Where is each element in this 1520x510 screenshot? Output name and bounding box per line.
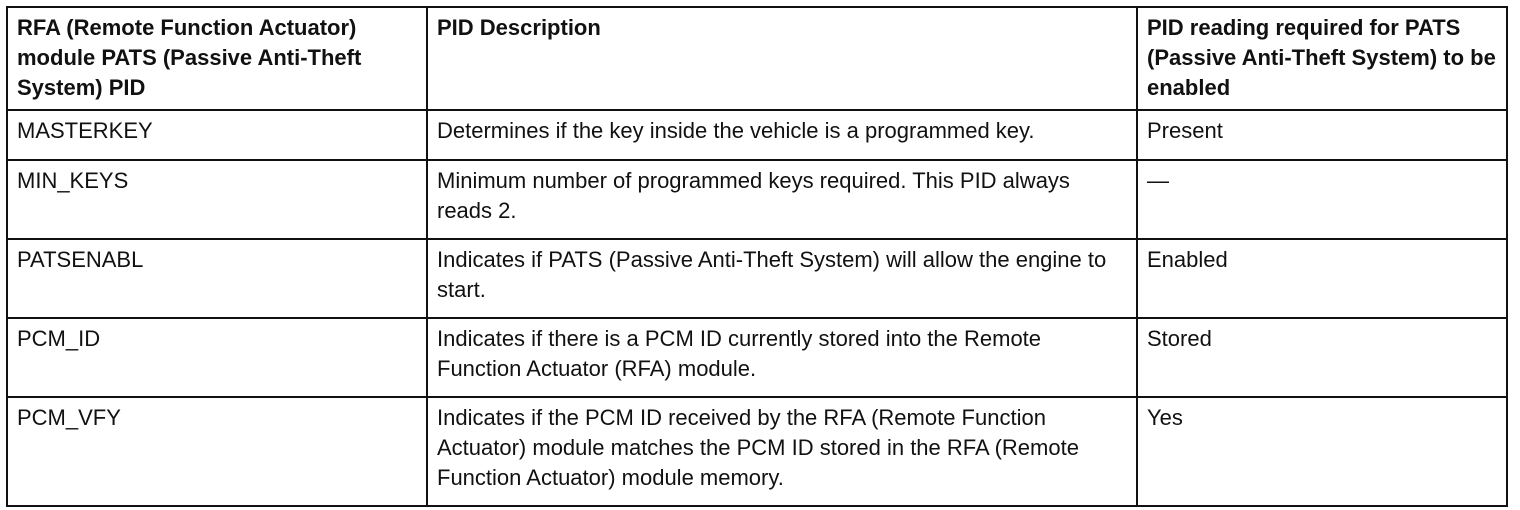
table-row: PCM_ID Indicates if there is a PCM ID cu…	[6, 317, 1508, 398]
cell-description: Indicates if there is a PCM ID currently…	[426, 317, 1138, 398]
cell-description: Minimum number of programmed keys requir…	[426, 159, 1138, 240]
cell-reading: Yes	[1136, 396, 1508, 507]
cell-reading: Enabled	[1136, 238, 1508, 319]
pid-table-container: RFA (Remote Function Actuator) module PA…	[6, 6, 1508, 507]
table-row: MASTERKEY Determines if the key inside t…	[6, 109, 1508, 161]
cell-description: Indicates if the PCM ID received by the …	[426, 396, 1138, 507]
table-row: PATSENABL Indicates if PATS (Passive Ant…	[6, 238, 1508, 319]
cell-pid: MIN_KEYS	[6, 159, 428, 240]
header-pid: RFA (Remote Function Actuator) module PA…	[6, 6, 428, 111]
cell-pid: PATSENABL	[6, 238, 428, 319]
cell-description: Determines if the key inside the vehicle…	[426, 109, 1138, 161]
cell-reading: Stored	[1136, 317, 1508, 398]
header-reading: PID reading required for PATS (Passive A…	[1136, 6, 1508, 111]
table-header-row: RFA (Remote Function Actuator) module PA…	[6, 6, 1508, 111]
table-row: PCM_VFY Indicates if the PCM ID received…	[6, 396, 1508, 507]
cell-description: Indicates if PATS (Passive Anti-Theft Sy…	[426, 238, 1138, 319]
header-description: PID Description	[426, 6, 1138, 111]
cell-pid: PCM_ID	[6, 317, 428, 398]
cell-reading: Present	[1136, 109, 1508, 161]
cell-pid: MASTERKEY	[6, 109, 428, 161]
cell-pid: PCM_VFY	[6, 396, 428, 507]
pats-pid-table: RFA (Remote Function Actuator) module PA…	[6, 6, 1508, 507]
table-row: MIN_KEYS Minimum number of programmed ke…	[6, 159, 1508, 240]
cell-reading: —	[1136, 159, 1508, 240]
